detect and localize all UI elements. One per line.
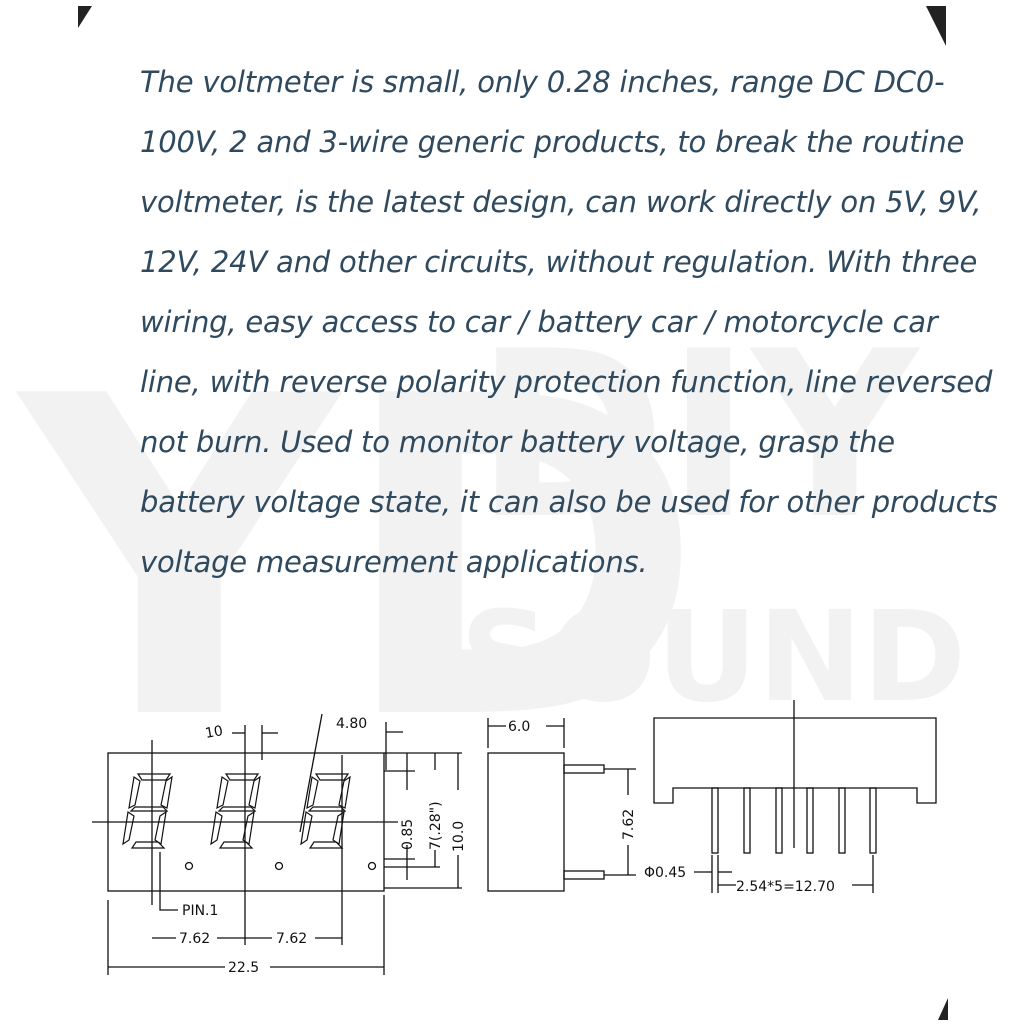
side-view-labels: 6.0 7.62	[508, 719, 637, 840]
dim-depth: 6.0	[508, 719, 530, 735]
dimension-drawing: 10 4.80 0.85 7(.28") 10.0 PIN.1 7.62 7.6…	[92, 700, 937, 976]
dim-pitch-b: 7.62	[276, 931, 307, 947]
side-view	[487, 718, 636, 892]
bottom-view-labels: Φ0.45 2.54*5=12.70	[644, 865, 835, 895]
watermark-logo: YD	[13, 304, 704, 816]
front-view	[92, 713, 462, 975]
bottom-view	[653, 700, 937, 893]
watermark-sub: SOUND	[460, 585, 966, 730]
dim-seg-width: 10	[204, 723, 224, 742]
dim-total-width: 22.5	[228, 960, 259, 976]
dim-digit-height: 0.85	[400, 819, 416, 850]
dim-pitch-a: 7.62	[179, 931, 210, 947]
dim-inch: 7(.28")	[428, 801, 444, 850]
label-pin1: PIN.1	[182, 903, 218, 919]
dim-pin-diameter: Φ0.45	[644, 865, 686, 881]
dim-body-height: 10.0	[451, 821, 467, 852]
corner-mark-top-left	[78, 6, 92, 28]
corner-mark-top-right	[926, 6, 946, 46]
front-view-labels: 10 4.80 0.85 7(.28") 10.0 PIN.1 7.62 7.6…	[179, 716, 467, 976]
watermark-brand: DIY	[475, 303, 920, 570]
dim-row-spacing: 7.62	[621, 809, 637, 840]
corner-mark-bottom-right	[938, 998, 948, 1020]
dim-angle: 4.80	[336, 716, 367, 732]
dim-pin-span: 2.54*5=12.70	[736, 879, 835, 895]
product-description: The voltmeter is small, only 0.28 inches…	[140, 65, 998, 579]
